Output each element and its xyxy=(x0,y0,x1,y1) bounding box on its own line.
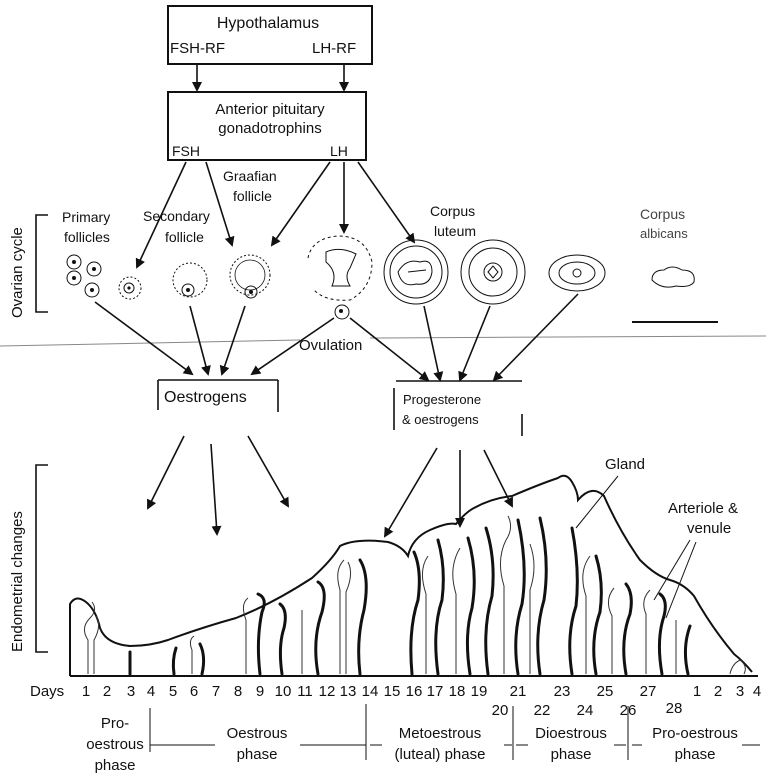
phase-pro-oestrous-1-line3: phase xyxy=(95,757,136,774)
ruptured-follicle-drawing xyxy=(307,235,373,320)
day-tick-1: 1 xyxy=(82,683,90,700)
endometrial-bracket xyxy=(35,464,48,653)
ovarian-cycle-label: Ovarian cycle xyxy=(9,227,26,318)
day-tick-12: 12 xyxy=(319,683,336,700)
day-tick-20: 20 xyxy=(492,702,509,719)
phase-pro-oestrous-2-line1: Pro-oestrous xyxy=(652,725,738,742)
day-tick-14: 14 xyxy=(362,683,379,700)
day-tick-3: 3 xyxy=(127,683,135,700)
oestrogens-box: Oestrogens xyxy=(157,379,279,412)
corpus-luteum-drawing-3 xyxy=(548,254,606,292)
corpus-albicans-line2: albicans xyxy=(640,226,688,241)
day-tick-21: 21 xyxy=(510,683,527,700)
progesterone-label: Progesterone xyxy=(403,392,481,407)
hormone-to-endometrium-arrows xyxy=(147,435,513,538)
phase-dioestrous-line2: phase xyxy=(551,746,592,763)
day-tick-13: 13 xyxy=(340,683,357,700)
secondary-follicle-line2: follicle xyxy=(165,229,204,245)
pituitary-line2: gonadotrophins xyxy=(218,120,321,137)
and-oestrogens-label: & oestrogens xyxy=(402,412,479,427)
endometrium-outline xyxy=(69,474,753,676)
day-tick-30: 2 xyxy=(714,683,722,700)
day-tick-10: 10 xyxy=(275,683,292,700)
days-label: Days xyxy=(30,683,64,700)
ovarian-cycle-bracket xyxy=(35,214,48,313)
phase-dioestrous-line1: Dioestrous xyxy=(535,725,607,742)
day-tick-15: 15 xyxy=(384,683,401,700)
arteriole-label-line1: Arteriole & xyxy=(668,500,738,517)
gonadotrophin-arrows xyxy=(135,161,416,269)
corpus-luteum-line1: Corpus xyxy=(430,203,475,219)
hypothalamus-box: Hypothalamus FSH-RF LH-RF xyxy=(167,5,373,65)
corpus-albicans-line1: Corpus xyxy=(640,206,685,222)
day-tick-6: 6 xyxy=(190,683,198,700)
day-tick-16: 16 xyxy=(406,683,423,700)
gland-pointer xyxy=(575,475,619,529)
phase-pro-oestrous-2-line2: phase xyxy=(675,746,716,763)
day-tick-7: 7 xyxy=(212,683,220,700)
corpus-luteum-drawing-2 xyxy=(460,239,526,305)
phase-pro-oestrous-1-line2: oestrous xyxy=(86,736,144,753)
growing-follicle-drawing xyxy=(172,262,208,298)
arteriole-label-line2: venule xyxy=(687,520,731,537)
day-tick-31: 3 xyxy=(736,683,744,700)
phase-separators xyxy=(149,704,760,760)
day-tick-19: 19 xyxy=(471,683,488,700)
day-tick-9: 9 xyxy=(256,683,264,700)
graafian-follicle-drawing xyxy=(229,254,271,299)
fsh-rf-label: FSH-RF xyxy=(170,40,225,57)
fsh-label: FSH xyxy=(172,143,200,159)
lh-label: LH xyxy=(330,143,348,159)
gland-label: Gland xyxy=(605,456,645,473)
ovulation-label: Ovulation xyxy=(299,337,362,354)
phase-metoestrous-line2: (luteal) phase xyxy=(395,746,486,763)
day-tick-11: 11 xyxy=(297,683,313,700)
phase-oestrous-line1: Oestrous xyxy=(227,725,288,742)
day-tick-24: 24 xyxy=(577,702,594,719)
day-tick-4: 4 xyxy=(147,683,155,700)
day-tick-2: 2 xyxy=(103,683,111,700)
day-tick-18: 18 xyxy=(449,683,466,700)
primary-follicles-line1: Primary xyxy=(62,209,110,225)
day-tick-23: 23 xyxy=(554,683,571,700)
endometrial-label: Endometrial changes xyxy=(9,511,26,652)
ovary-to-hormone-arrows xyxy=(94,293,579,382)
corpus-albicans-drawing xyxy=(651,266,695,288)
day-tick-22: 22 xyxy=(534,702,551,719)
day-tick-29: 1 xyxy=(693,683,701,700)
day-tick-8: 8 xyxy=(234,683,242,700)
arteriole-pointer-2 xyxy=(665,541,697,619)
pituitary-box: Anterior pituitary gonadotrophins FSH LH xyxy=(167,91,367,161)
endometrial-vessels xyxy=(84,515,746,675)
primary-follicles-drawing xyxy=(66,254,102,298)
secondary-follicle-line1: Secondary xyxy=(143,208,210,224)
pituitary-line1: Anterior pituitary xyxy=(215,101,325,118)
hypothalamus-title: Hypothalamus xyxy=(217,15,319,32)
day-tick-28: 28 xyxy=(666,700,683,717)
progesterone-box: Progesterone & oestrogens xyxy=(393,380,523,436)
phase-metoestrous-line1: Metoestrous xyxy=(399,725,482,742)
corpus-luteum-line2: luteum xyxy=(434,223,476,239)
day-tick-32: 4 xyxy=(753,683,761,700)
graafian-follicle-line1: Graafian xyxy=(223,168,277,184)
oestrogens-label: Oestrogens xyxy=(164,389,247,406)
arteriole-pointer-1 xyxy=(653,539,691,601)
graafian-follicle-line2: follicle xyxy=(233,188,272,204)
day-tick-25: 25 xyxy=(597,683,614,700)
corpus-luteum-drawing-1 xyxy=(383,239,449,305)
secondary-follicle-drawing xyxy=(118,276,142,300)
endometrial-glands xyxy=(128,516,692,676)
primary-follicles-line2: follicles xyxy=(64,229,110,245)
day-tick-17: 17 xyxy=(427,683,444,700)
phase-pro-oestrous-1-line1: Pro- xyxy=(101,715,129,732)
day-tick-5: 5 xyxy=(169,683,177,700)
lh-rf-label: LH-RF xyxy=(312,40,356,57)
phase-oestrous-line2: phase xyxy=(237,746,278,763)
day-tick-27: 27 xyxy=(640,683,657,700)
section-divider-right xyxy=(369,335,766,339)
